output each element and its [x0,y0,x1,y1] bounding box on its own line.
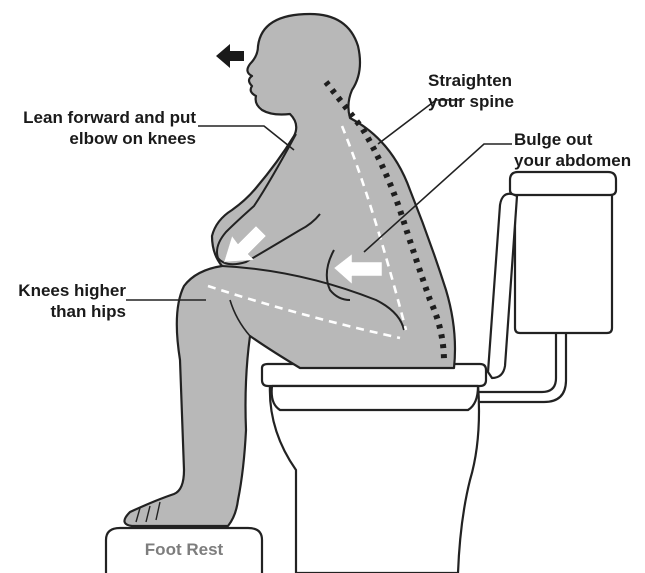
straighten-spine-label-line-1: Straighten [428,70,514,91]
toilet-tank [515,194,612,333]
toilet-seat-lid [488,194,517,378]
lean-forward-label: Lean forward and put elbow on knees [0,107,196,149]
arrow-left-icon [216,44,244,68]
toilet-tank-lid [510,172,616,195]
bulge-abdomen-label-line-1: Bulge out [514,129,631,150]
foot-rest-label: Foot Rest [108,540,260,560]
straighten-spine-label: Straighten your spine [428,70,514,112]
bulge-abdomen-label: Bulge out your abdomen [514,129,631,171]
knees-higher-label: Knees higher than hips [0,280,126,322]
knees-higher-label-line-2: than hips [0,301,126,322]
knees-higher-label-line-1: Knees higher [0,280,126,301]
leader-lean [198,126,294,150]
toilet-rim [272,386,478,410]
bulge-abdomen-label-line-2: your abdomen [514,150,631,171]
toilet-bowl [270,384,479,573]
lean-forward-label-line-1: Lean forward and put [0,107,196,128]
lean-forward-label-line-2: elbow on knees [0,128,196,149]
straighten-spine-label-line-2: your spine [428,91,514,112]
